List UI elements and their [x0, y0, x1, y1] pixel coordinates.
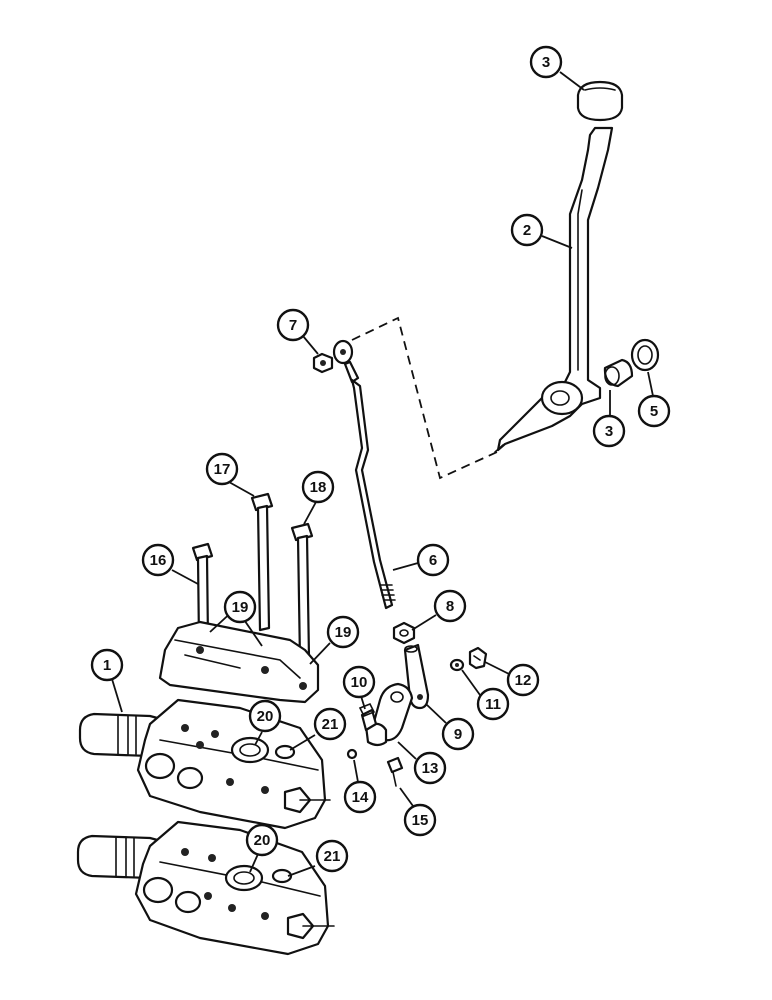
- svg-text:20: 20: [254, 832, 271, 849]
- leader-5: [647, 371, 654, 397]
- svg-text:18: 18: [310, 479, 327, 496]
- callout-16: 16: [141, 543, 175, 577]
- svg-text:8: 8: [446, 598, 454, 615]
- callout-18: 18: [301, 470, 335, 504]
- callout-17: 17: [205, 452, 239, 486]
- svg-text:6: 6: [429, 552, 437, 569]
- alignment-line: [351, 316, 498, 480]
- svg-text:14: 14: [352, 789, 369, 806]
- callout-3: 3: [592, 414, 626, 448]
- leader-20b: [249, 853, 259, 873]
- control-lever: [494, 126, 614, 453]
- leader-2: [541, 235, 573, 249]
- leader-19b: [309, 642, 331, 665]
- svg-text:9: 9: [454, 726, 462, 743]
- leader-16: [171, 569, 199, 585]
- screw: [386, 756, 404, 787]
- svg-text:19: 19: [232, 599, 249, 616]
- callout-21-lower: 21: [315, 839, 349, 873]
- leader-18: [303, 501, 317, 525]
- bolt-16: [191, 542, 214, 644]
- svg-text:3: 3: [605, 423, 613, 440]
- leader-13: [397, 741, 417, 760]
- svg-text:12: 12: [515, 672, 532, 689]
- leader-17: [228, 481, 255, 497]
- leader-9: [425, 703, 447, 724]
- callout-5: 5: [637, 394, 671, 428]
- callout-12: 12: [506, 663, 540, 697]
- callout-7: 7: [276, 308, 310, 342]
- svg-text:17: 17: [214, 461, 231, 478]
- svg-text:21: 21: [324, 848, 341, 865]
- svg-text:7: 7: [289, 317, 297, 334]
- svg-text:16: 16: [150, 552, 167, 569]
- leader-10: [360, 695, 366, 710]
- callout-9: 9: [441, 717, 475, 751]
- leader-8: [411, 614, 437, 631]
- svg-text:20: 20: [257, 708, 274, 725]
- ball: [346, 748, 358, 760]
- leader-20a: [254, 731, 263, 746]
- callout-2: 2: [510, 213, 544, 247]
- bolt-18: [290, 522, 314, 662]
- leader-4: [559, 71, 585, 91]
- pin: [358, 702, 378, 732]
- callout-20-lower: 20: [245, 823, 279, 857]
- bolt-17: [250, 492, 274, 632]
- svg-text:3: 3: [542, 54, 550, 71]
- svg-text:11: 11: [485, 696, 501, 713]
- leader-lines: [111, 71, 654, 877]
- leader-14: [353, 759, 359, 783]
- callout-21-upper: 21: [313, 707, 347, 741]
- leader-11: [461, 669, 481, 696]
- valve-section-upper: [78, 698, 331, 830]
- nut-7: [312, 352, 334, 374]
- svg-text:19: 19: [335, 624, 352, 641]
- callout-6: 6: [416, 543, 450, 577]
- lever-knob: [576, 80, 624, 122]
- linkage-rod: [332, 339, 396, 610]
- small-washer: [449, 658, 465, 672]
- callout-20-upper: 20: [248, 699, 282, 733]
- bushing: [603, 358, 634, 388]
- callout-19-left: 19: [223, 590, 257, 624]
- svg-text:21: 21: [322, 716, 339, 733]
- leader-21b: [287, 865, 316, 877]
- svg-text:10: 10: [351, 674, 368, 691]
- washer: [630, 338, 660, 372]
- callout-4: 3: [529, 45, 563, 79]
- leader-12: [484, 661, 510, 675]
- callout-19-right: 19: [326, 615, 360, 649]
- callouts: 3 2 3 5 7 6 8 9 12 11 10 13 14 15 16 17 …: [90, 45, 671, 873]
- callout-15: 15: [403, 803, 437, 837]
- callout-1: 1: [90, 648, 124, 682]
- callout-10: 10: [342, 665, 376, 699]
- clip: [468, 646, 488, 670]
- leader-15: [399, 787, 414, 807]
- svg-text:13: 13: [422, 760, 439, 777]
- svg-text:15: 15: [412, 812, 429, 829]
- svg-text:5: 5: [650, 403, 658, 420]
- svg-text:2: 2: [523, 222, 531, 239]
- callout-13: 13: [413, 751, 447, 785]
- leader-21a: [289, 734, 316, 751]
- callout-11: 11: [476, 687, 510, 721]
- leader-7: [302, 335, 319, 355]
- cover-plate: [158, 620, 320, 704]
- callout-8: 8: [433, 589, 467, 623]
- callout-14: 14: [343, 780, 377, 814]
- leader-1: [111, 678, 123, 713]
- leader-6: [392, 562, 419, 571]
- bellcrank: [364, 682, 414, 747]
- svg-text:1: 1: [103, 657, 111, 674]
- nut-8: [392, 621, 416, 645]
- valve-section-lower: [76, 820, 335, 956]
